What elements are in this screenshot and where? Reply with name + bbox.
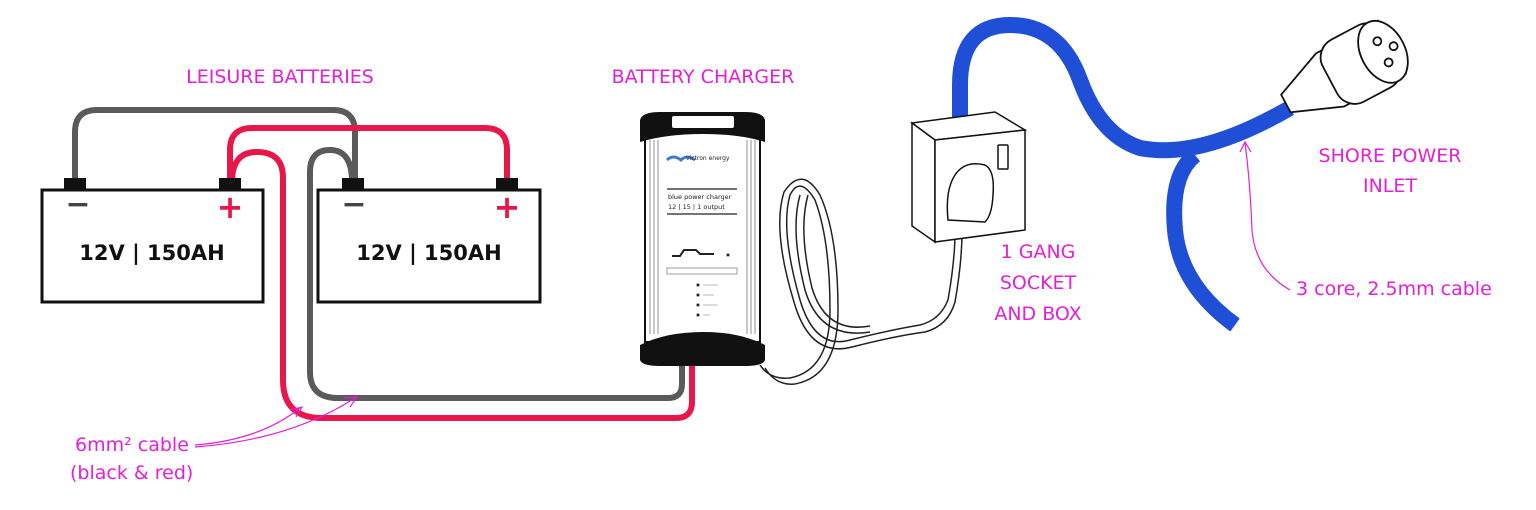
positive-charger-cable xyxy=(229,148,695,421)
shore-power-cable xyxy=(952,16,1295,159)
shore-power-inlet-icon xyxy=(1280,19,1409,114)
dc-cable-label-2: (black & red) xyxy=(70,462,193,484)
battery-charger-label: BATTERY CHARGER xyxy=(612,66,795,88)
shore-cable-label: 3 core, 2.5mm cable xyxy=(1296,278,1492,300)
charger-spec: 12 | 15 | 1 output xyxy=(668,203,725,211)
charger-ac-cord xyxy=(759,178,963,385)
battery-2-positive: + xyxy=(494,188,521,226)
negative-link-cable xyxy=(72,107,358,182)
battery-1-positive: + xyxy=(217,188,244,226)
charger-model: blue power charger xyxy=(668,193,732,201)
shore-power-label-1: SHORE POWER xyxy=(1319,145,1462,167)
shore-power-label-2: INLET xyxy=(1363,175,1417,197)
battery-2-negative: − xyxy=(341,187,366,222)
victron-logo-icon xyxy=(665,155,696,162)
leisure-batteries-label: LEISURE BATTERIES xyxy=(186,66,374,88)
battery-2: − + 12V | 150AH xyxy=(316,178,542,304)
battery-charger-unit: victron energy blue power charger 12 | 1… xyxy=(640,112,765,366)
battery-1-negative: − xyxy=(65,187,90,222)
plug-icon xyxy=(946,163,995,223)
battery-1-rating: 12V | 150AH xyxy=(79,241,224,266)
shore-power-cable-branch xyxy=(1166,148,1240,332)
dc-cable-label-1: 6mm² cable xyxy=(75,434,189,456)
charger-brand: victron energy xyxy=(686,155,730,162)
annotation-arrows xyxy=(194,140,1291,448)
negative-charger-cable xyxy=(307,146,685,401)
socket-label-3: AND BOX xyxy=(994,303,1081,325)
charge-curve-icon xyxy=(672,249,714,257)
positive-link-cable xyxy=(227,125,510,182)
socket-label-2: SOCKET xyxy=(1000,272,1077,294)
socket-label-1: 1 GANG xyxy=(1001,241,1076,263)
battery-2-rating: 12V | 150AH xyxy=(356,241,501,266)
battery-1: − + 12V | 150AH xyxy=(40,178,265,304)
socket-box xyxy=(910,111,1028,244)
